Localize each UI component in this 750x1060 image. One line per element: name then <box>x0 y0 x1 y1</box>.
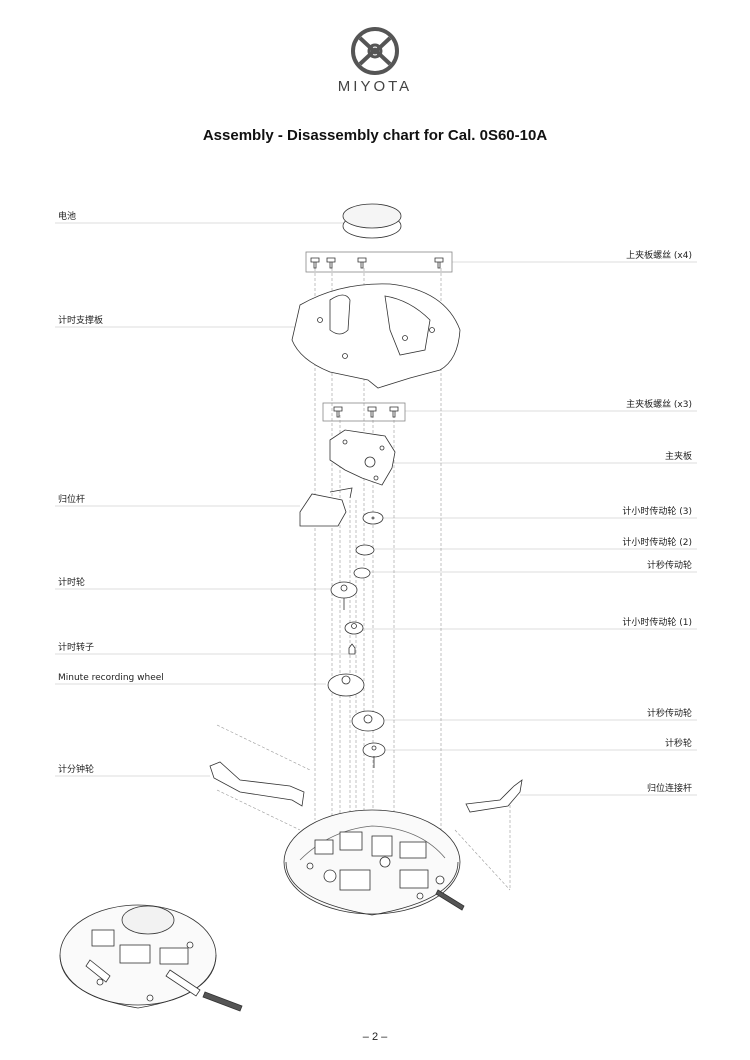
label-battery: 电池 <box>58 212 77 222</box>
label-main-plate-screw: 主夹板螺丝 (x3) <box>626 400 692 410</box>
brand-logo: MIYOTA <box>335 26 415 104</box>
label-hour-transmission-wheel-2: 计小时传动轮 (2) <box>622 538 692 548</box>
label-upper-plate-screw: 上夹板螺丝 (x4) <box>626 251 692 261</box>
page-number: – 2 – <box>362 1031 388 1043</box>
label-chrono-wheel: 计时轮 <box>58 578 86 588</box>
label-reset-connecting-lever: 归位连接杆 <box>646 784 692 794</box>
brand-name: MIYOTA <box>337 78 413 95</box>
label-chrono-rotor: 计时转子 <box>58 643 95 653</box>
label-hour-transmission-wheel-3: 计小时传动轮 (3) <box>622 507 692 517</box>
page-title: Assembly - Disassembly chart for Cal. 0S… <box>202 127 548 144</box>
label-reset-lever: 归位杆 <box>58 495 86 505</box>
label-minute-counter-wheel: 计分钟轮 <box>58 765 95 775</box>
label-main-plate: 主夹板 <box>664 452 692 462</box>
miyota-logo-icon <box>351 27 399 75</box>
label-second-wheel: 计秒轮 <box>664 739 692 749</box>
label-chrono-support-plate: 计时支撑板 <box>58 316 104 326</box>
label-hour-transmission-wheel-1: 计小时传动轮 (1) <box>622 618 692 628</box>
label-second-transmission-wheel-b: 计秒传动轮 <box>646 709 692 719</box>
label-minute-recording-wheel: Minute recording wheel <box>58 673 164 683</box>
label-second-transmission-wheel-a: 计秒传动轮 <box>646 561 692 571</box>
